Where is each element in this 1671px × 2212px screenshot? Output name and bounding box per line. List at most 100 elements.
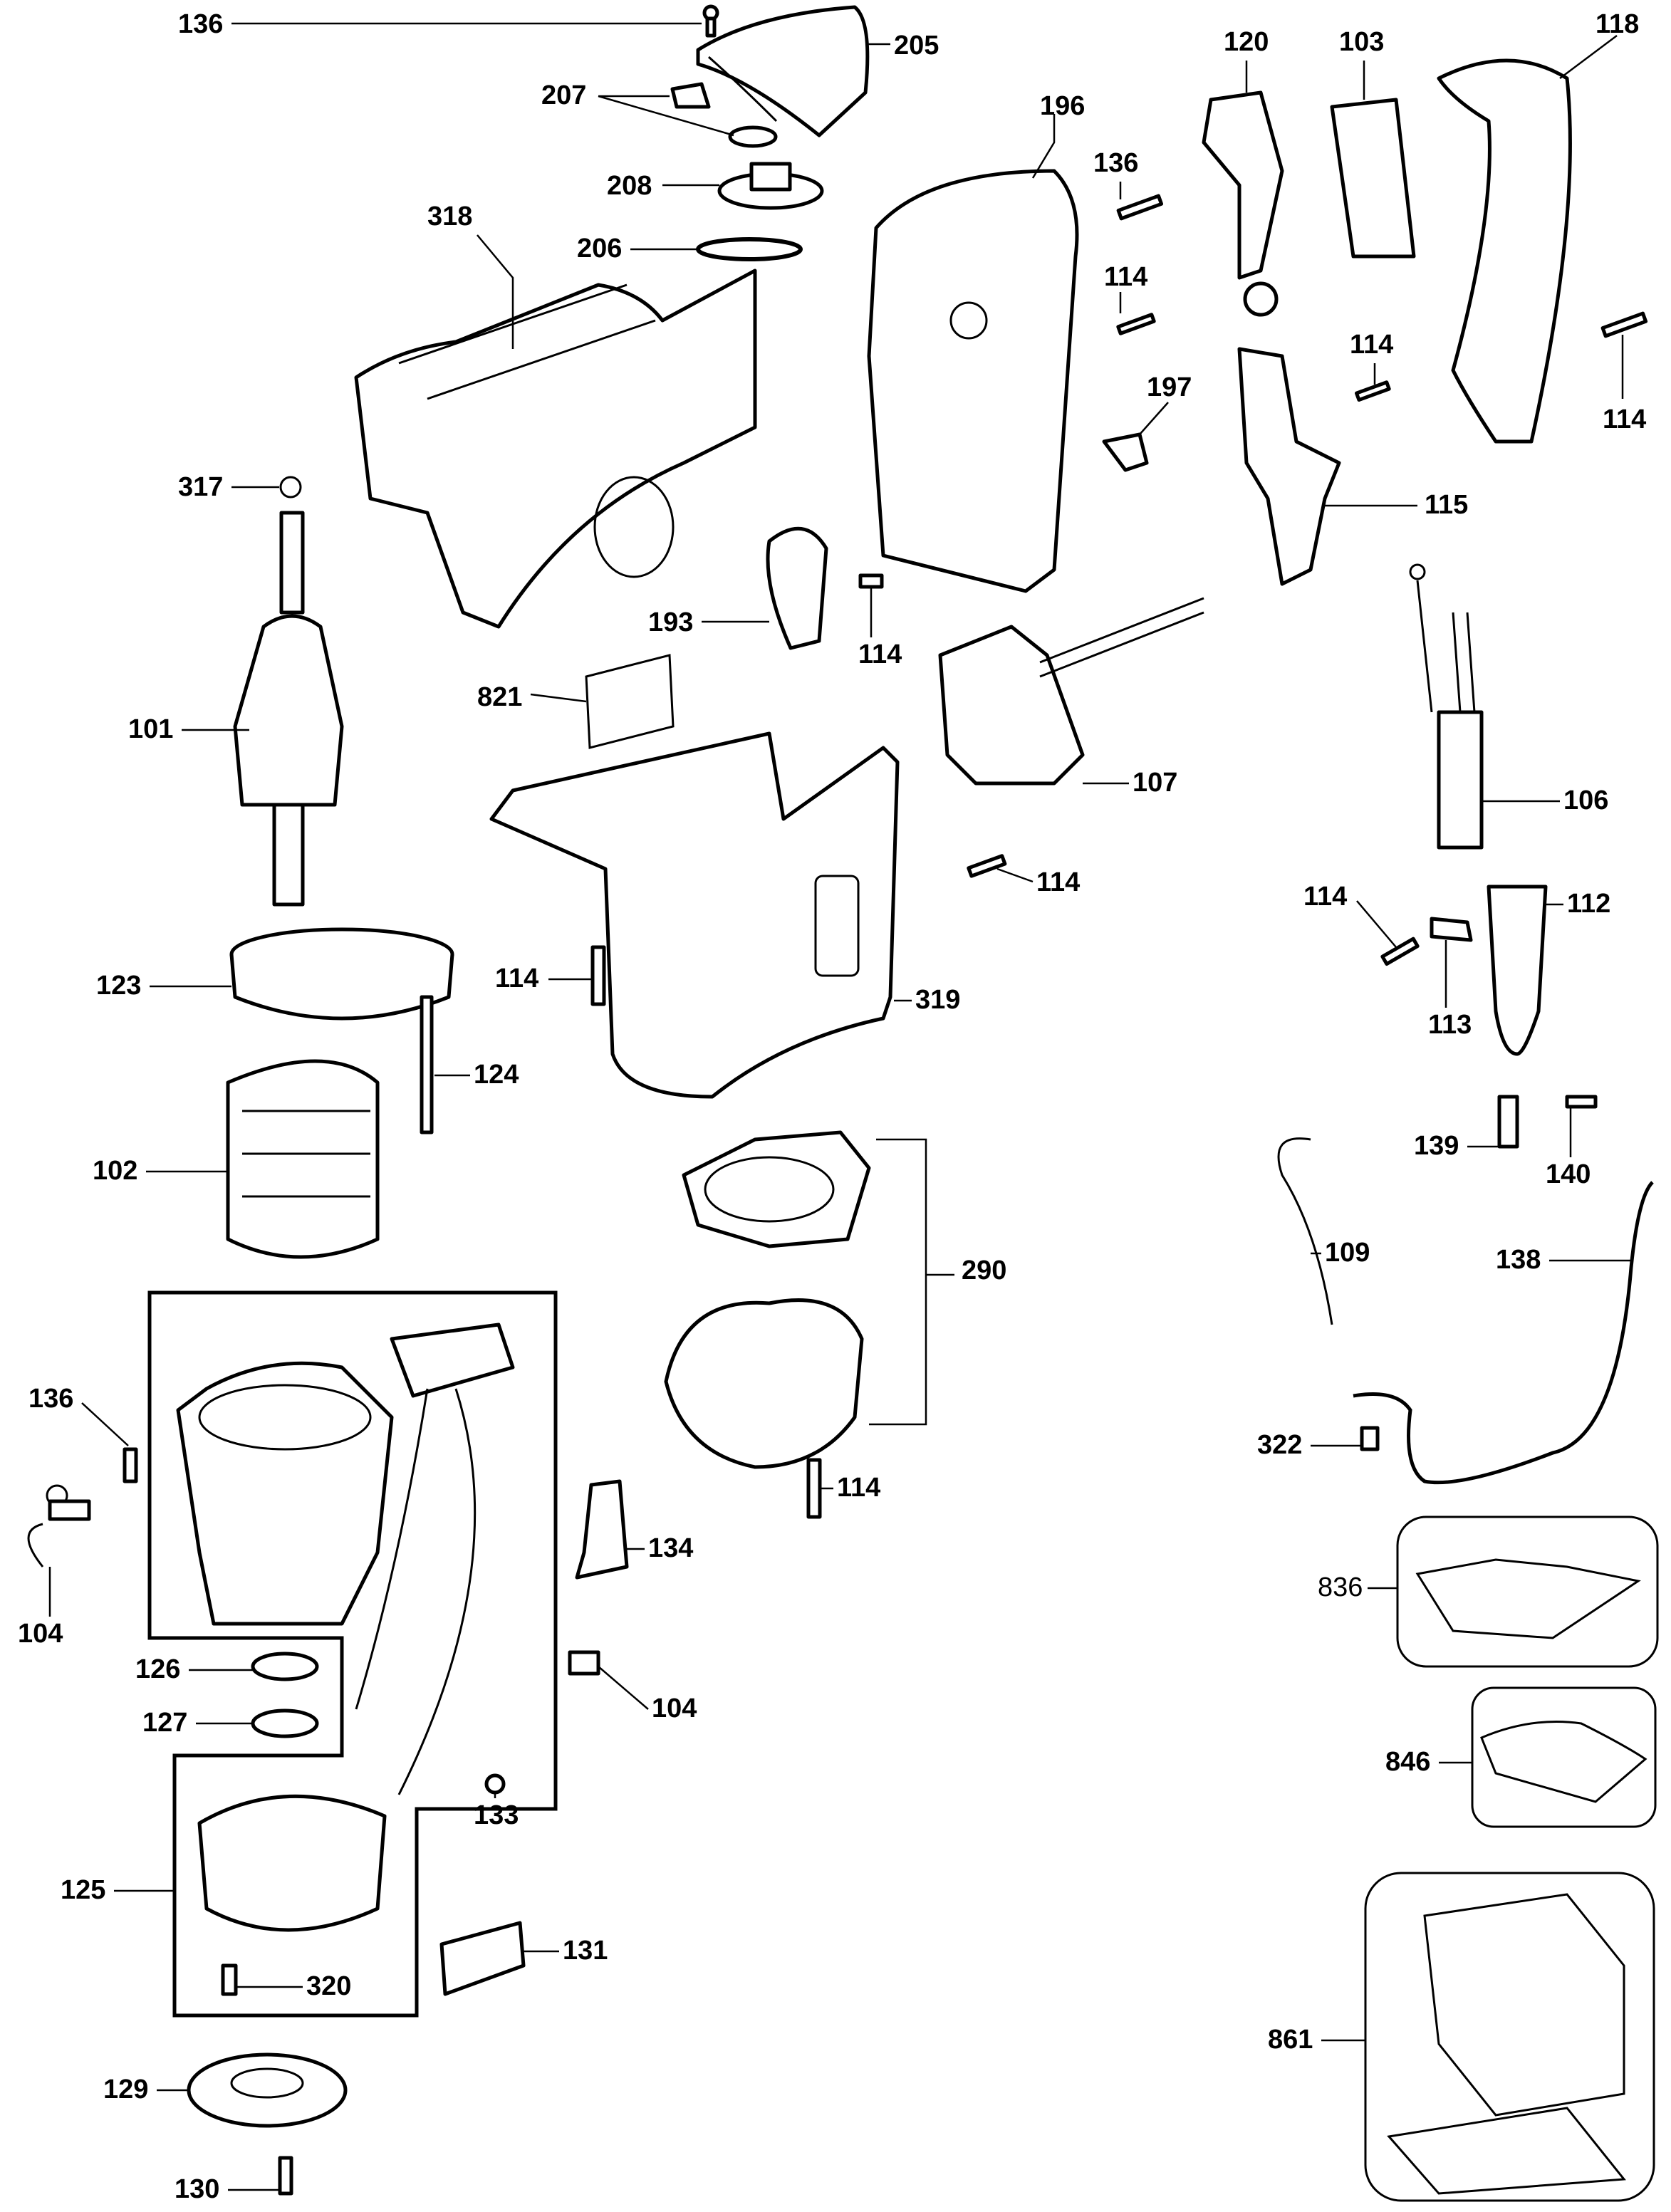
label-103[interactable]: 103 [1339,27,1385,57]
part-208-knob[interactable] [717,162,824,210]
label-207[interactable]: 207 [541,80,587,110]
label-861[interactable]: 861 [1268,2025,1313,2055]
part-103-switch[interactable] [1330,98,1416,259]
label-130[interactable]: 130 [175,2174,220,2204]
label-113[interactable]: 113 [1428,1010,1472,1040]
label-290[interactable]: 290 [962,1256,1007,1285]
part-107-module[interactable] [938,597,1204,786]
part-140-screw[interactable] [1565,1095,1598,1109]
label-120[interactable]: 120 [1224,27,1269,57]
part-318-housing-cover[interactable] [354,268,757,629]
label-319[interactable]: 319 [915,985,961,1015]
part-206-o-ring[interactable] [696,237,803,261]
label-107[interactable]: 107 [1133,768,1178,798]
part-113-cord-clamp[interactable] [1430,917,1473,942]
part-123-baffle[interactable] [229,927,454,1021]
label-114-g[interactable]: 114 [495,964,539,993]
part-127-bearing-sleeve[interactable] [251,1708,319,1738]
part-130-screw[interactable] [278,2156,293,2196]
part-114-screw-h[interactable] [806,1458,822,1519]
label-126[interactable]: 126 [135,1654,181,1684]
label-131[interactable]: 131 [563,1936,608,1966]
label-136-a[interactable]: 136 [178,9,224,39]
part-320-screw[interactable] [221,1963,238,1996]
part-112-cord-protector[interactable] [1487,885,1548,1056]
part-115-actuator[interactable] [1237,347,1341,586]
part-821-label[interactable] [585,654,675,749]
label-320[interactable]: 320 [306,1971,352,2001]
part-129-fan[interactable] [187,2052,348,2128]
label-125[interactable]: 125 [61,1875,106,1905]
part-317-retaining-ring[interactable] [279,476,302,499]
part-109-lead-wire[interactable] [1277,1137,1333,1325]
part-136-screw-right[interactable] [1116,194,1164,221]
label-134[interactable]: 134 [648,1533,694,1563]
label-136-b[interactable]: 136 [1093,148,1139,178]
label-317[interactable]: 317 [178,472,224,502]
label-104-b[interactable]: 104 [652,1694,697,1723]
part-118-handle[interactable] [1437,58,1572,444]
label-102[interactable]: 102 [93,1156,138,1186]
label-112[interactable]: 112 [1567,889,1611,919]
part-114-screw-g[interactable] [1380,937,1420,966]
part-104-brush-right[interactable] [568,1650,600,1676]
part-114-screw-f[interactable] [967,854,1007,878]
label-106[interactable]: 106 [1563,786,1609,815]
label-118[interactable]: 118 [1595,9,1640,39]
label-846[interactable]: 846 [1385,1747,1431,1777]
part-136-screw-left[interactable] [123,1447,138,1483]
part-114-screw-c[interactable] [1354,380,1391,402]
label-127[interactable]: 127 [142,1708,188,1738]
part-114-screw-a[interactable] [1116,313,1156,335]
label-208[interactable]: 208 [607,171,652,201]
label-114-f[interactable]: 114 [1303,882,1348,912]
label-114-b[interactable]: 114 [1603,405,1647,434]
label-205[interactable]: 205 [894,31,939,61]
part-104-brush-left[interactable] [27,1484,91,1567]
label-129[interactable]: 129 [103,2075,149,2104]
part-106-cord[interactable] [1409,563,1484,850]
label-821[interactable]: 821 [477,682,523,712]
part-114-screw-e[interactable] [590,945,606,1006]
part-101-armature[interactable] [233,511,344,907]
part-126-bearing[interactable] [251,1652,319,1681]
label-318[interactable]: 318 [427,202,473,231]
part-136-screw-top[interactable] [702,4,719,38]
label-836[interactable]: 836 [1318,1572,1363,1602]
part-205-gear-cover[interactable] [696,5,870,137]
label-139[interactable]: 139 [1414,1131,1459,1161]
label-109[interactable]: 109 [1325,1238,1370,1268]
label-104-a[interactable]: 104 [18,1619,63,1649]
label-133[interactable]: 133 [474,1800,519,1830]
part-319-motor-housing[interactable] [489,731,900,1099]
part-124-screw[interactable] [420,995,434,1134]
part-125-brush-ring[interactable] [197,1794,387,1932]
label-115[interactable]: 115 [1425,490,1469,520]
part-138-ground-wire[interactable] [1353,1181,1654,1485]
label-136-c[interactable]: 136 [28,1384,74,1414]
label-114-c[interactable]: 114 [1350,330,1394,360]
part-133-spring[interactable] [484,1773,506,1795]
label-138[interactable]: 138 [1496,1245,1541,1275]
part-290-end-cap[interactable] [664,1130,954,1469]
label-123[interactable]: 123 [96,971,142,1001]
label-322[interactable]: 322 [1257,1430,1303,1460]
part-196-handle-housing[interactable] [867,169,1079,593]
part-134-brush-holder[interactable] [575,1479,629,1580]
label-193[interactable]: 193 [648,607,694,637]
part-139-terminal[interactable] [1497,1095,1519,1149]
label-114-d[interactable]: 114 [858,640,902,669]
label-114-h[interactable]: 114 [837,1473,881,1503]
label-140[interactable]: 140 [1546,1159,1591,1189]
label-114-e[interactable]: 114 [1036,867,1081,897]
part-102-field[interactable] [226,1059,380,1259]
label-101[interactable]: 101 [128,714,174,744]
part-114-screw-b[interactable] [1600,311,1648,338]
part-114-screw-d[interactable] [858,573,884,589]
part-197-clip[interactable] [1102,432,1149,472]
label-197[interactable]: 197 [1147,372,1192,402]
part-120-trigger[interactable] [1202,90,1284,317]
part-322-screw[interactable] [1360,1426,1380,1451]
label-124[interactable]: 124 [474,1060,519,1090]
label-206[interactable]: 206 [577,234,623,264]
